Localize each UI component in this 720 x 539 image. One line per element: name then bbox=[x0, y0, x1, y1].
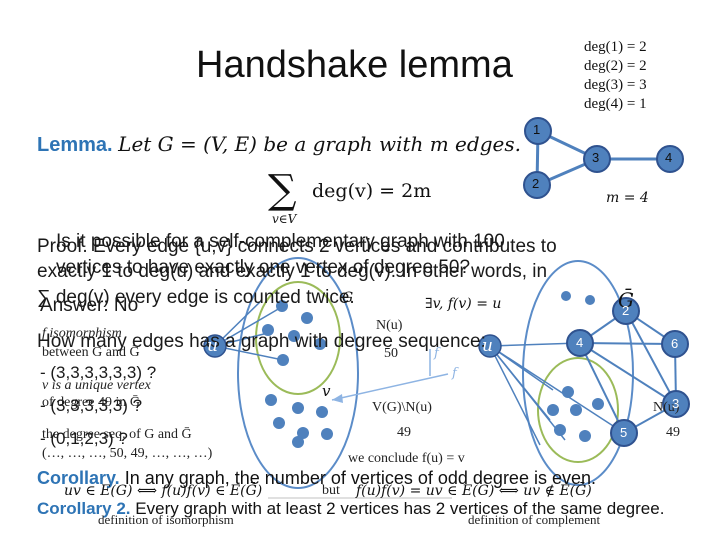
n-u-right: N(u) bbox=[653, 400, 680, 415]
note: between G and Ḡ bbox=[42, 345, 140, 360]
note: of degree 49 in Ḡ bbox=[42, 395, 140, 410]
graph-node bbox=[523, 171, 551, 199]
corollary-text: In any graph, the number of vertices of … bbox=[124, 468, 596, 488]
note: the degree seq. of G and Ḡ bbox=[42, 427, 192, 442]
iso-formula: uv ∈ E(G) ⟺ f(u)f(v) ∈ E(Ḡ) bbox=[64, 483, 263, 499]
conclusion: we conclude f(u) = v bbox=[348, 451, 465, 466]
f-label: f bbox=[434, 346, 439, 361]
mapping-arrows bbox=[268, 349, 452, 499]
corollary2-label: Corollary 2. bbox=[37, 499, 131, 518]
node-label: 4 bbox=[576, 335, 584, 350]
node-label: 3 bbox=[672, 396, 680, 411]
question-line: Is it possible for a self-complementary … bbox=[56, 231, 505, 252]
g-bar-label: Ḡ bbox=[618, 288, 634, 312]
sequence-item: - (0,1,2,3) ? bbox=[40, 429, 128, 448]
graph-node bbox=[566, 329, 594, 357]
graph-node bbox=[524, 117, 552, 145]
answer: Answer: No bbox=[40, 295, 139, 316]
vertex-u-right bbox=[478, 334, 502, 358]
slide-title: Handshake lemma bbox=[196, 44, 513, 86]
vertex-u-left bbox=[203, 334, 227, 358]
n-u-left: N(u) bbox=[376, 318, 403, 333]
corollary-label: Corollary. bbox=[37, 468, 120, 488]
graph-node bbox=[610, 419, 638, 447]
g-label: G bbox=[342, 290, 354, 306]
graph-node bbox=[612, 297, 640, 325]
note: f isomorphism bbox=[42, 326, 122, 341]
note: v is a unique vertex bbox=[42, 378, 151, 393]
degree-item: deg(2) = 2 bbox=[584, 58, 647, 74]
f-label: f bbox=[452, 366, 457, 381]
definition-complement: definition of complement bbox=[468, 512, 601, 527]
v-minus-nu: V(G)\N(u) bbox=[372, 400, 432, 415]
node-label: 3 bbox=[592, 150, 600, 165]
corollary: Corollary. In any graph, the number of v… bbox=[37, 468, 596, 489]
formula-rhs: deg(v) = 2m bbox=[312, 180, 432, 202]
corollary2-text: Every graph with at least 2 vertices has… bbox=[135, 499, 665, 518]
degree-list: deg(1) = 2 deg(2) = 2 deg(3) = 3 deg(4) … bbox=[584, 38, 647, 114]
proof-line: ∑ deg(v) every edge is counted twice. bbox=[37, 287, 355, 308]
degree-item: deg(1) = 2 bbox=[584, 39, 647, 55]
lemma-text: Let G = (V, E) be a graph with m edges. bbox=[118, 132, 521, 156]
graph-node bbox=[583, 145, 611, 173]
sigma: ∑ bbox=[268, 167, 297, 213]
u-label-left: u bbox=[207, 336, 218, 356]
node-label: 2 bbox=[622, 303, 630, 318]
exists-formula: ∃v, f(v) = u bbox=[425, 296, 502, 312]
u-label-right: u bbox=[482, 336, 493, 356]
graph-node bbox=[661, 330, 689, 358]
note: (…, …, …, 50, 49, …, …, …) bbox=[42, 446, 213, 461]
sequence-item: - (3,3,3,3,3) ? bbox=[40, 396, 143, 415]
sequence-item: - (3,3,3,3,3,3) ? bbox=[40, 363, 157, 382]
sum-subscript: v∈V bbox=[272, 212, 297, 226]
degree-item: deg(3) = 3 bbox=[584, 77, 647, 93]
question-line: vertices to have exactly one vertex of d… bbox=[56, 257, 471, 278]
node-label: 4 bbox=[665, 150, 673, 165]
count-50: 50 bbox=[384, 346, 398, 361]
node-label: 6 bbox=[671, 336, 679, 351]
definition-isomorphism: definition of isomorphism bbox=[98, 512, 234, 527]
node-label: 1 bbox=[533, 122, 541, 137]
edge-count: m = 4 bbox=[606, 190, 649, 206]
left-diagram bbox=[203, 257, 359, 489]
graph-node bbox=[662, 390, 690, 418]
but-word: but bbox=[322, 483, 340, 498]
lemma: Lemma. Let G = (V, E) be a graph with m … bbox=[37, 132, 521, 157]
complement-formula: f(u)f(v) = uv ∈ E(G) ⟺ uv ∉ E(Ḡ) bbox=[356, 483, 592, 499]
how-many-question: How many edges has a graph with degree s… bbox=[37, 331, 486, 352]
proof-line: exactly 1 to deg(u) and exactly 1 to deg… bbox=[37, 261, 548, 282]
count-49-right: 49 bbox=[666, 425, 680, 440]
lemma-label: Lemma. bbox=[37, 134, 113, 156]
v-label: v bbox=[322, 382, 331, 400]
degree-item: deg(4) = 1 bbox=[584, 96, 647, 112]
node-label: 2 bbox=[532, 176, 540, 191]
node-label: 5 bbox=[620, 425, 628, 440]
example-graph bbox=[523, 117, 684, 199]
proof-line: Proof. Every edge {u,v} connects 2 verti… bbox=[37, 236, 557, 257]
handshake-formula: ∑ v∈V deg(v) = 2m bbox=[268, 167, 431, 226]
right-diagram bbox=[478, 260, 690, 486]
graph-node bbox=[656, 145, 684, 173]
corollary-2: Corollary 2. Every graph with at least 2… bbox=[37, 499, 664, 519]
count-49-left: 49 bbox=[397, 425, 411, 440]
